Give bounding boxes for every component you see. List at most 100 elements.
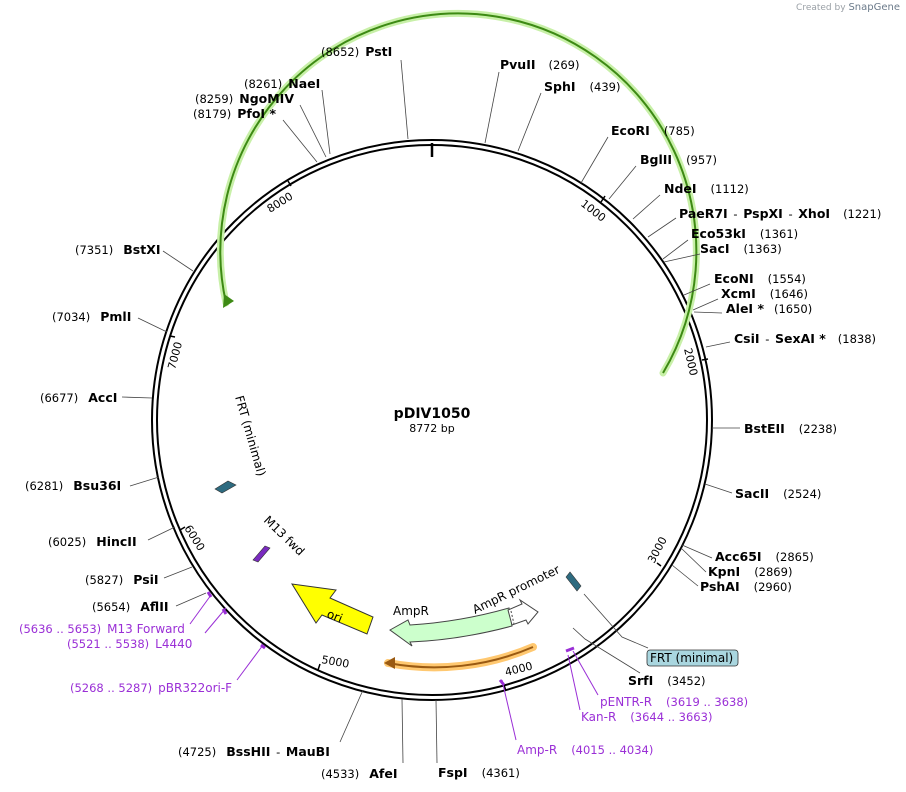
enzyme-saci-name: SacI [700, 241, 730, 256]
leader-saci [663, 253, 701, 263]
enzyme-ecori-name: EcoRI [611, 123, 650, 138]
enzyme-psii-name: PsiI [133, 572, 158, 587]
primer-l4440: (5521 .. 5538)L4440 [67, 637, 192, 651]
enzyme-psii: (5827)PsiI [85, 572, 159, 587]
enzyme-naei-name: NaeI [288, 76, 320, 91]
enzyme-aflii: (5654)AflII [92, 599, 169, 614]
ampr-promoter-arrow [507, 598, 539, 626]
leader-sphi [517, 92, 542, 152]
enzyme-econi-pos: (1554) [768, 272, 806, 286]
enzyme-paer7i-group: PaeR7I - PspXI - XhoI(1221) [679, 206, 881, 221]
leader-bsu36i [129, 476, 160, 487]
enzyme-acci: (6677)AccI [40, 390, 117, 405]
enzyme-eco53ki-name: Eco53kI [691, 226, 746, 241]
tick-1000-mark [600, 195, 606, 203]
enzyme-bsshii-name: BssHII [226, 744, 270, 759]
enzyme-csii-group: CsiI - SexAI *(1838) [734, 331, 876, 346]
enzyme-fspi-name: FspI [438, 765, 468, 780]
mark-m13-forward [206, 591, 213, 598]
tick-7000-mark [169, 335, 176, 338]
enzyme-pspxi-sep: - [785, 207, 796, 221]
enzyme-xcmi-pos: (1646) [770, 287, 808, 301]
enzyme-kpni-name: KpnI [708, 564, 740, 579]
enzyme-naei: (8261)NaeI [244, 76, 320, 91]
enzyme-xhoi-name: XhoI [798, 206, 830, 221]
enzyme-hincii-name: HincII [96, 534, 136, 549]
enzyme-eco53ki-pos: (1361) [760, 227, 798, 241]
orange-arc-line [387, 646, 534, 669]
mark-pentr-r [565, 646, 575, 653]
enzyme-ndei-name: NdeI [664, 181, 697, 196]
leader-fspi [435, 699, 438, 764]
leader-csii [705, 341, 731, 348]
enzyme-pshai-pos: (2960) [754, 580, 792, 594]
primer-kan-r-name: Kan-R [581, 710, 616, 724]
orange-arc-arrowhead [384, 657, 395, 669]
enzyme-hincii-pos: (6025) [48, 535, 86, 549]
primer-l4440-name: L4440 [155, 637, 192, 651]
backbone [151, 139, 713, 701]
enzyme-fspi-pos: (4361) [482, 766, 520, 780]
enzyme-srfi-pos: (3452) [667, 674, 705, 688]
leader-l4440 [204, 607, 227, 634]
enzyme-ngomiv: (8259)NgoMIV [195, 91, 294, 106]
enzyme-afei: (4533)AfeI [321, 766, 398, 781]
enzyme-xcmi: XcmI(1646) [721, 286, 808, 301]
enzyme-psti-pos: (8652) [321, 45, 359, 59]
m13-fwd-arrow [252, 545, 271, 563]
enzyme-aflii-pos: (5654) [92, 600, 130, 614]
enzyme-bstxi: (7351)BstXI [75, 242, 160, 257]
enzyme-bglii-name: BglII [640, 152, 672, 167]
tick-6000-mark [179, 526, 186, 531]
orange-feature-arc [384, 643, 537, 672]
enzyme-bglii-pos: (957) [686, 153, 717, 167]
backbone-outer-ring [151, 139, 713, 701]
enzyme-paer7i-name: PaeR7I [679, 206, 728, 221]
leader-afei [401, 698, 404, 764]
enzyme-pmli-pos: (7034) [52, 310, 90, 324]
enzyme-csii-name: CsiI [734, 331, 760, 346]
primer-leaders [189, 591, 599, 741]
enzyme-ngomiv-pos: (8259) [195, 92, 233, 106]
primer-m13-forward: (5636 .. 5653)M13 Forward [19, 622, 185, 636]
frt-right-arrow [565, 571, 582, 592]
enzyme-srfi: SrfI(3452) [628, 673, 706, 688]
leader-pshai [671, 564, 699, 587]
leader-ngomiv [299, 104, 327, 158]
plasmid-length: 8772 bp [409, 422, 454, 435]
primer-amp-r-name: Amp-R [517, 743, 557, 757]
leader-bsshii [339, 689, 364, 743]
leader-aflii [175, 592, 207, 607]
enzyme-pmli: (7034)PmlI [52, 309, 131, 324]
enzyme-pfoi: (8179)PfoI * [193, 106, 276, 121]
tick-8000: 8000 [265, 190, 296, 216]
enzyme-csii-sep: - [762, 332, 773, 346]
green-feature-arc [216, 10, 700, 377]
enzyme-pshai-name: PshAI [700, 579, 740, 594]
leader-eco53ki [662, 239, 689, 260]
mark-l4440 [221, 608, 228, 615]
leader-amp-r [501, 679, 517, 741]
enzyme-econi-name: EcoNI [714, 271, 754, 286]
ampr-label: AmpR [393, 604, 429, 618]
tick-5000-mark [317, 663, 321, 671]
tick-5000: 5000 [320, 653, 350, 671]
frt-left-label: FRT (minimal) [232, 394, 268, 478]
feature-ori: ori [291, 583, 374, 635]
enzyme-hincii: (6025) HincII [48, 534, 137, 549]
leader-ndei [632, 194, 661, 220]
frt-left-arrow [214, 480, 237, 494]
enzyme-acc65i: Acc65I(2865) [715, 549, 814, 564]
enzyme-pshai: PshAI (2960) [700, 579, 792, 594]
tick-2000-mark [701, 358, 709, 361]
leader-m13-forward [189, 594, 212, 625]
enzyme-alei: AleI *(1650) [726, 301, 812, 316]
enzyme-leaders [121, 59, 740, 764]
enzyme-econi: EcoNI (1554) [714, 271, 806, 286]
enzyme-ecori: EcoRI(785) [611, 123, 695, 138]
credit-prefix: Created by [796, 3, 846, 13]
tick-8000-mark [287, 180, 292, 187]
enzyme-kpni-pos: (2869) [754, 565, 792, 579]
enzyme-acci-pos: (6677) [40, 391, 78, 405]
